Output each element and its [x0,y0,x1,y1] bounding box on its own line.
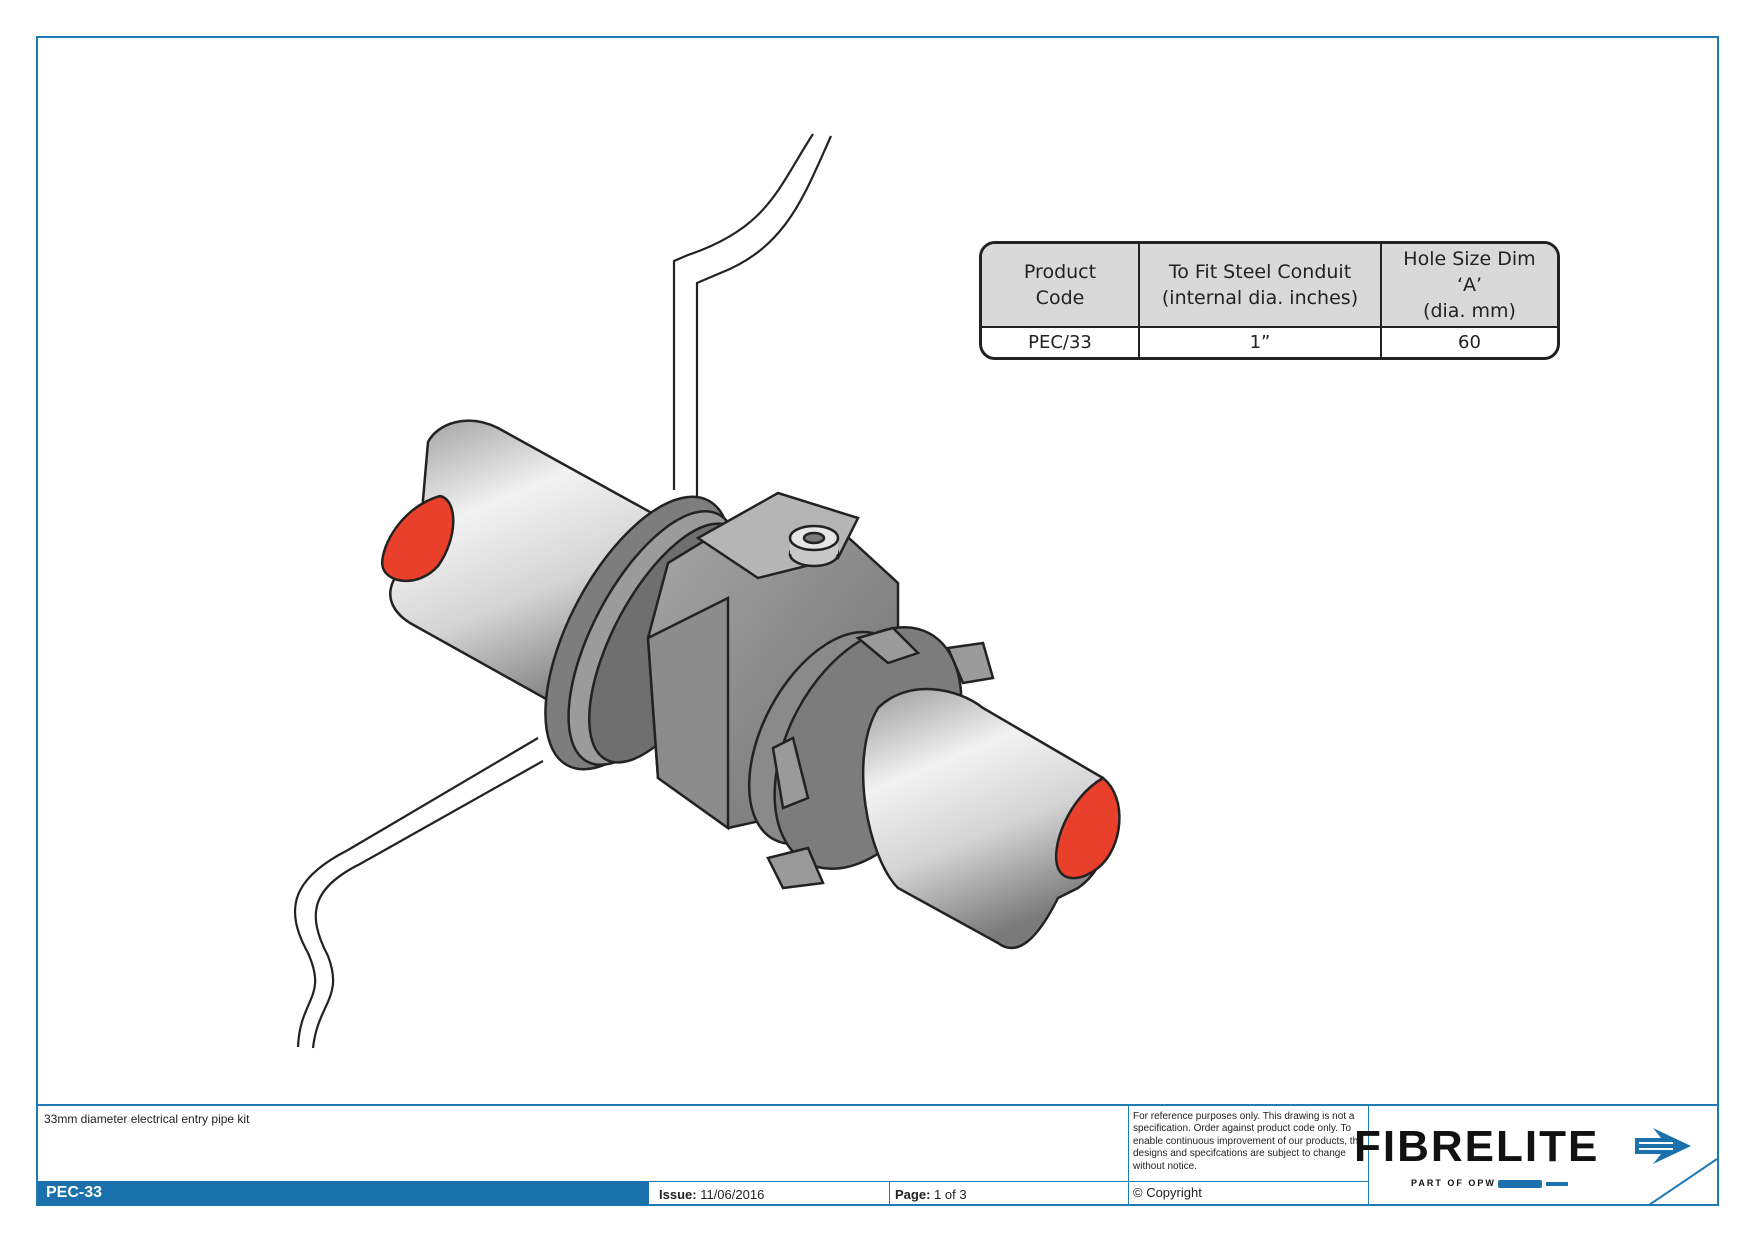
page-label: Page: [895,1187,931,1202]
header-steel-conduit: To Fit Steel Conduit(internal dia. inche… [1139,244,1382,328]
product-code: PEC-33 [46,1184,103,1201]
drawing-description: 33mm diameter electrical entry pipe kit [44,1112,250,1126]
cell-conduit-size: 1” [1139,327,1382,357]
disclaimer-note: For reference purposes only. This drawin… [1133,1111,1364,1172]
right-pipe [861,687,1121,950]
pipe-fitting-illustration [294,133,1121,1049]
issue-date: 11/06/2016 [700,1187,765,1202]
left-pipe-cut-end [381,494,455,583]
page-number: 1 of 3 [934,1187,967,1202]
wall-outline [294,133,833,1049]
title-block: 33mm diameter electrical entry pipe kit … [38,1104,1718,1206]
page-field: Page: 1 of 3 [895,1187,967,1202]
issue-label: Issue: [659,1187,697,1202]
fibrelite-logo: FIBRELITE [1354,1122,1600,1171]
logo-arrow-icon [1635,1128,1691,1164]
cell-product-code: PEC/33 [982,327,1140,357]
cell-hole-size: 60 [1458,332,1481,353]
copyright-text: © Copyright [1133,1185,1202,1200]
issue-field: Issue: 11/06/2016 [659,1187,764,1202]
logo-tagline: PART OF OPW [1411,1178,1496,1188]
right-pipe-cut-end [1054,776,1121,880]
product-code-bar [38,1181,649,1206]
sheet-corner-cut [1648,1158,1718,1206]
opw-badge-icon [1498,1180,1568,1188]
table-row: PEC/33 1” 60 [982,327,1557,357]
header-hole-size: Hole Size Dim ‘A’(dia. mm) [1381,244,1557,328]
